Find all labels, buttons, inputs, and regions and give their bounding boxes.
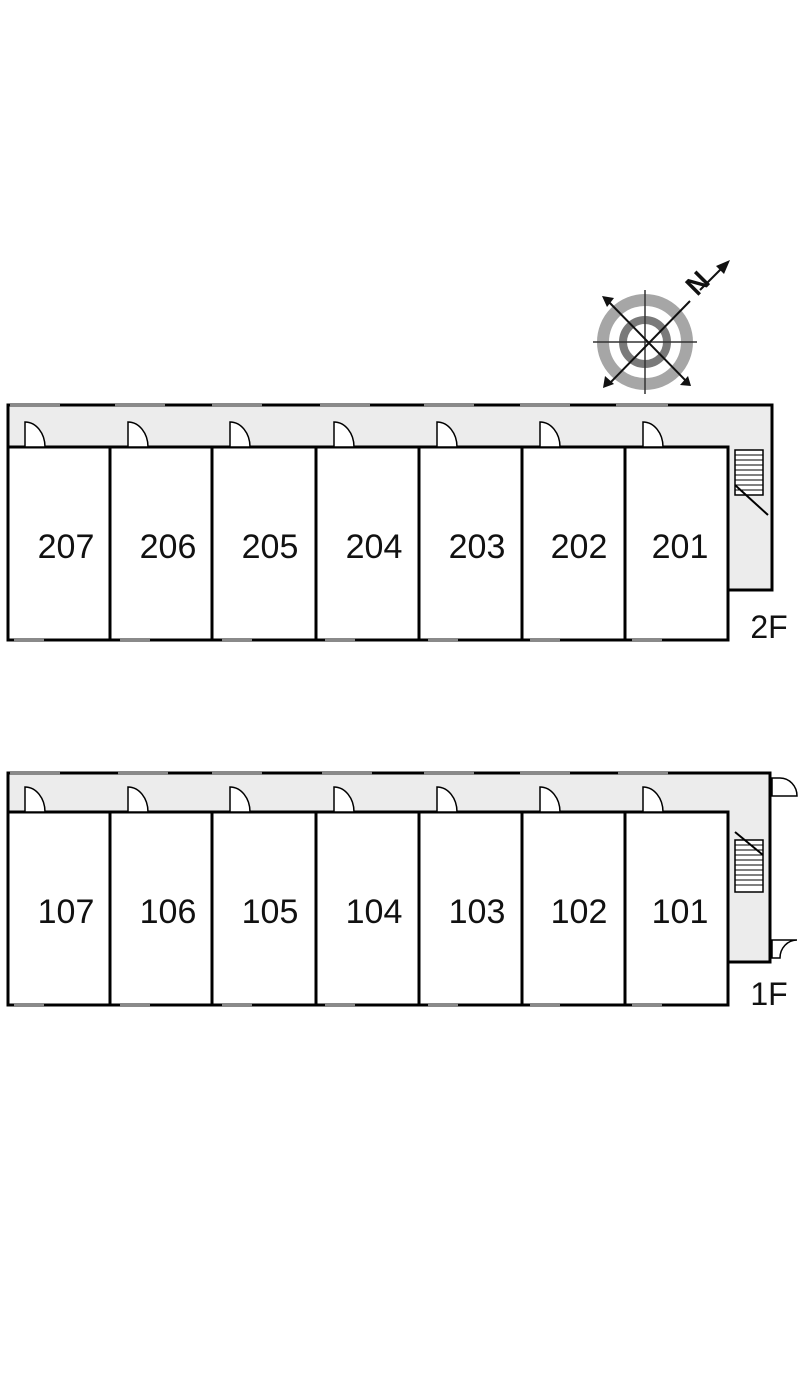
units-block [6, 810, 730, 1007]
unit-label: 101 [652, 893, 709, 931]
unit-label: 106 [140, 893, 197, 931]
unit-label: 207 [38, 528, 95, 566]
door-icon [229, 786, 251, 813]
north-compass-icon: N [593, 260, 730, 394]
unit-label: 201 [652, 528, 709, 566]
door-icon [642, 786, 664, 813]
unit-label: 203 [449, 528, 506, 566]
door-icon [436, 786, 458, 813]
entrance-door-icon [771, 939, 798, 959]
unit-labels: 207 206 205 204 203 202 201 [38, 528, 709, 566]
door-icon [24, 786, 46, 813]
stairs-icon [734, 449, 769, 516]
unit-label: 102 [551, 893, 608, 931]
floor-label: 2F [750, 609, 787, 645]
unit-label: 206 [140, 528, 197, 566]
unit-label: 104 [346, 893, 403, 931]
floor-1f: 107 106 105 104 103 102 101 1F [6, 771, 798, 1012]
door-icons [24, 777, 798, 959]
door-icon [436, 421, 458, 448]
door-icon [127, 421, 149, 448]
unit-labels: 107 106 105 104 103 102 101 [38, 893, 709, 931]
door-icon [24, 421, 46, 448]
floor-2f: 207 206 205 204 203 202 201 2F [6, 403, 788, 645]
unit-label: 107 [38, 893, 95, 931]
door-icon [333, 786, 355, 813]
units-block [6, 445, 730, 642]
unit-label: 105 [242, 893, 299, 931]
door-icon [539, 421, 561, 448]
stairs-icon [734, 831, 764, 893]
compass-north-label: N [679, 265, 715, 301]
door-icons [24, 421, 664, 448]
door-icon [127, 786, 149, 813]
unit-label: 202 [551, 528, 608, 566]
unit-dividers [108, 812, 627, 1005]
door-icon [642, 421, 664, 448]
floor-label: 1F [750, 976, 787, 1012]
entrance-door-icon [771, 777, 798, 797]
unit-dividers [108, 447, 627, 640]
windows [10, 771, 668, 1007]
door-icon [229, 421, 251, 448]
unit-label: 103 [449, 893, 506, 931]
windows [10, 403, 668, 642]
door-icon [333, 421, 355, 448]
unit-label: 205 [242, 528, 299, 566]
door-icon [539, 786, 561, 813]
unit-label: 204 [346, 528, 403, 566]
